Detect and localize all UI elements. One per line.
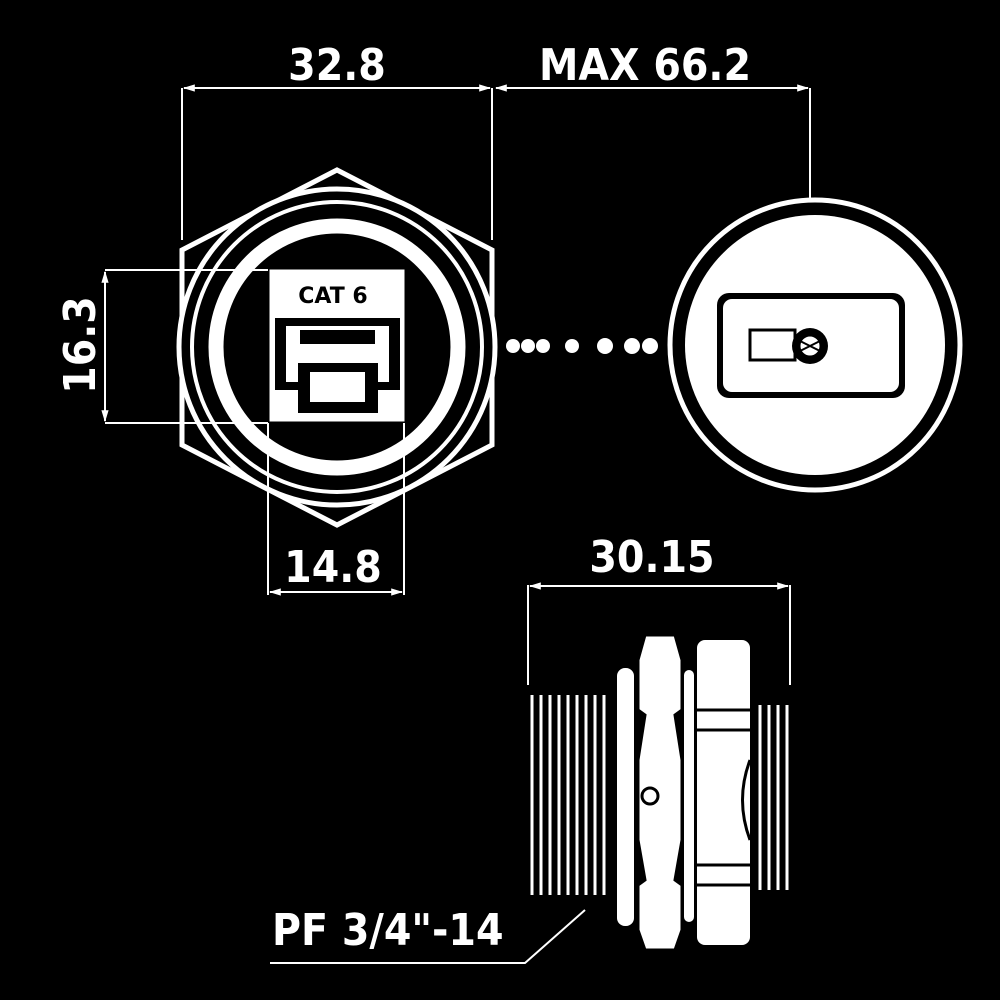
dimension-height: 16.3 [55, 269, 268, 424]
dimension-max-length: MAX 66.2 [494, 40, 811, 310]
thread-label: PF 3/4"-14 [272, 905, 504, 956]
dimension-label: 30.15 [589, 532, 714, 583]
dust-cap [667, 197, 963, 493]
thread-callout: PF 3/4"-14 [270, 905, 586, 964]
module-label: CAT 6 [298, 284, 367, 309]
dimension-side-length: 30.15 [527, 532, 791, 685]
rj45-port-icon [275, 318, 400, 413]
front-view: CAT 6 [176, 167, 498, 528]
dimension-label: 32.8 [288, 40, 386, 91]
side-view [530, 633, 789, 952]
dimension-module-width: 14.8 [267, 423, 405, 596]
dimension-label: 14.8 [284, 542, 382, 593]
dimension-label: 16.3 [55, 296, 106, 394]
dimension-label: MAX 66.2 [539, 40, 751, 91]
dimension-front-width: 32.8 [181, 40, 493, 240]
